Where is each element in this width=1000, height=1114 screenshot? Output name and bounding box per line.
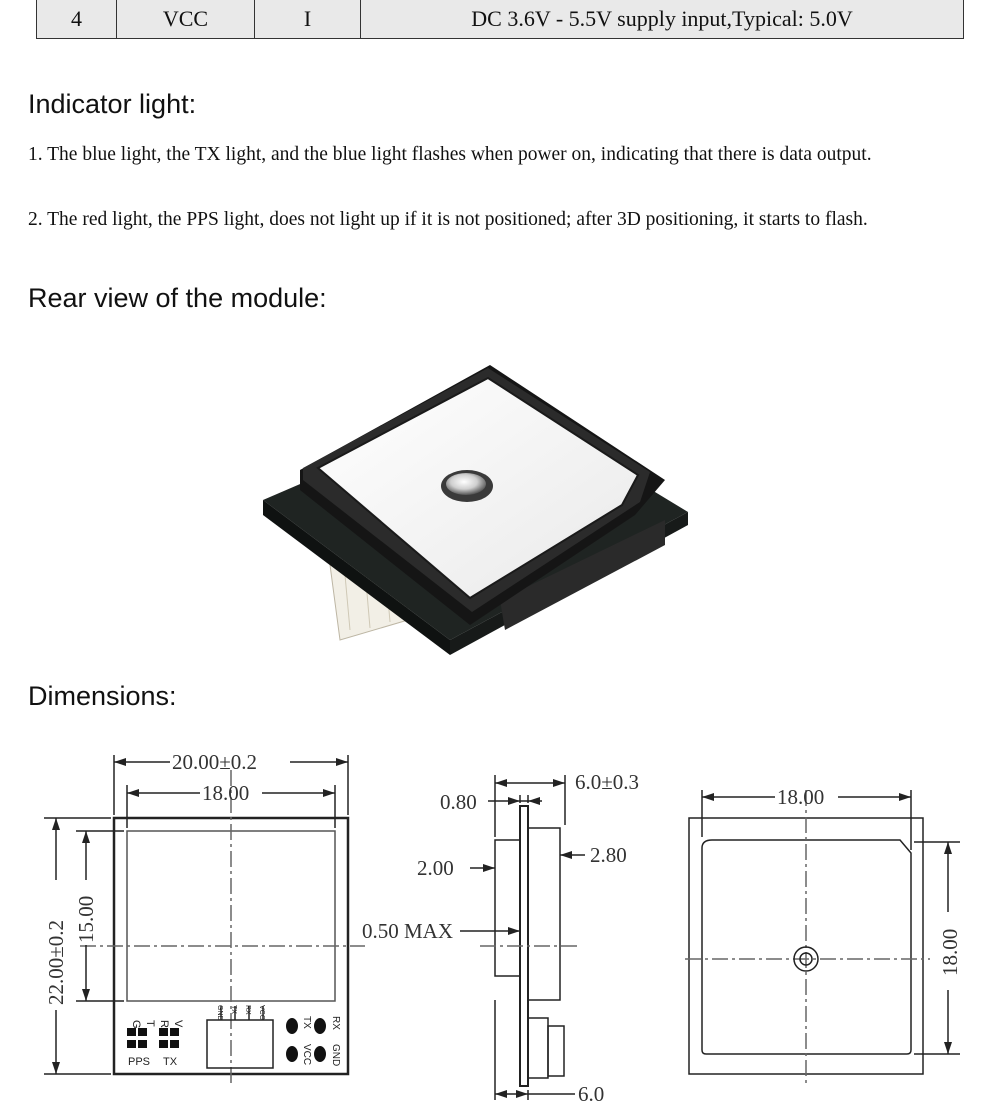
side-max-gap-label: 0.50 MAX — [362, 919, 453, 943]
pad-label-gnd: GND — [330, 1044, 341, 1066]
board-letter-t: T — [144, 1020, 156, 1027]
dimensions-heading: Dimensions: — [28, 681, 177, 711]
table-row: 4 VCC I DC 3.6V - 5.5V supply input,Typi… — [36, 0, 964, 39]
board-letter-v: V — [172, 1020, 184, 1028]
connector-pin-gnd: GND — [216, 1005, 223, 1021]
pin-number: 4 — [36, 0, 117, 39]
rear-view-heading: Rear view of the module: — [28, 283, 327, 313]
back-width-label: 18.00 — [777, 785, 824, 809]
led-label-tx: TX — [163, 1056, 178, 1068]
board-letter-g: G — [130, 1020, 142, 1029]
led-label-pps: PPS — [128, 1056, 150, 1068]
pin-table: 4 VCC I DC 3.6V - 5.5V supply input,Typi… — [36, 0, 964, 39]
indicator-heading: Indicator light: — [28, 89, 197, 119]
front-width-total-label: 20.00±0.2 — [172, 750, 257, 774]
side-total-thickness-label: 6.0±0.3 — [575, 770, 639, 794]
indicator-item-2: 2. The red light, the PPS light, does no… — [28, 209, 868, 230]
pin-io: I — [254, 0, 361, 39]
pin-name: VCC — [116, 0, 255, 39]
front-width-patch-label: 18.00 — [202, 781, 249, 805]
connector-pin-rx: RX — [244, 1005, 251, 1015]
front-height-patch-label: 15.00 — [74, 896, 98, 943]
pad-label-vcc: VCC — [301, 1044, 312, 1065]
side-bottom-label: 6.0 — [578, 1082, 604, 1106]
side-pcb-offset-label: 0.80 — [440, 790, 477, 814]
side-layer-label: 2.00 — [417, 856, 454, 880]
front-height-total-label: 22.00±0.2 — [44, 920, 68, 1005]
connector-pin-vcc: VCC — [258, 1005, 265, 1020]
board-markings: G T R V PPS TX GND TX RX VCC TX RX VCC G… — [127, 1005, 341, 1068]
pin-description: DC 3.6V - 5.5V supply input,Typical: 5.0… — [360, 0, 964, 39]
connector-pin-tx: TX — [230, 1005, 237, 1014]
board-letter-r: R — [158, 1020, 170, 1028]
module-render-image — [263, 365, 688, 655]
back-height-label: 18.00 — [938, 929, 962, 976]
indicator-item-1: 1. The blue light, the TX light, and the… — [28, 144, 872, 165]
pad-label-tx: TX — [301, 1016, 312, 1029]
side-patch-thickness-label: 2.80 — [590, 843, 627, 867]
dimension-drawing: G T R V PPS TX GND TX RX VCC TX RX VCC G… — [44, 750, 962, 1106]
pad-label-rx: RX — [330, 1016, 341, 1030]
